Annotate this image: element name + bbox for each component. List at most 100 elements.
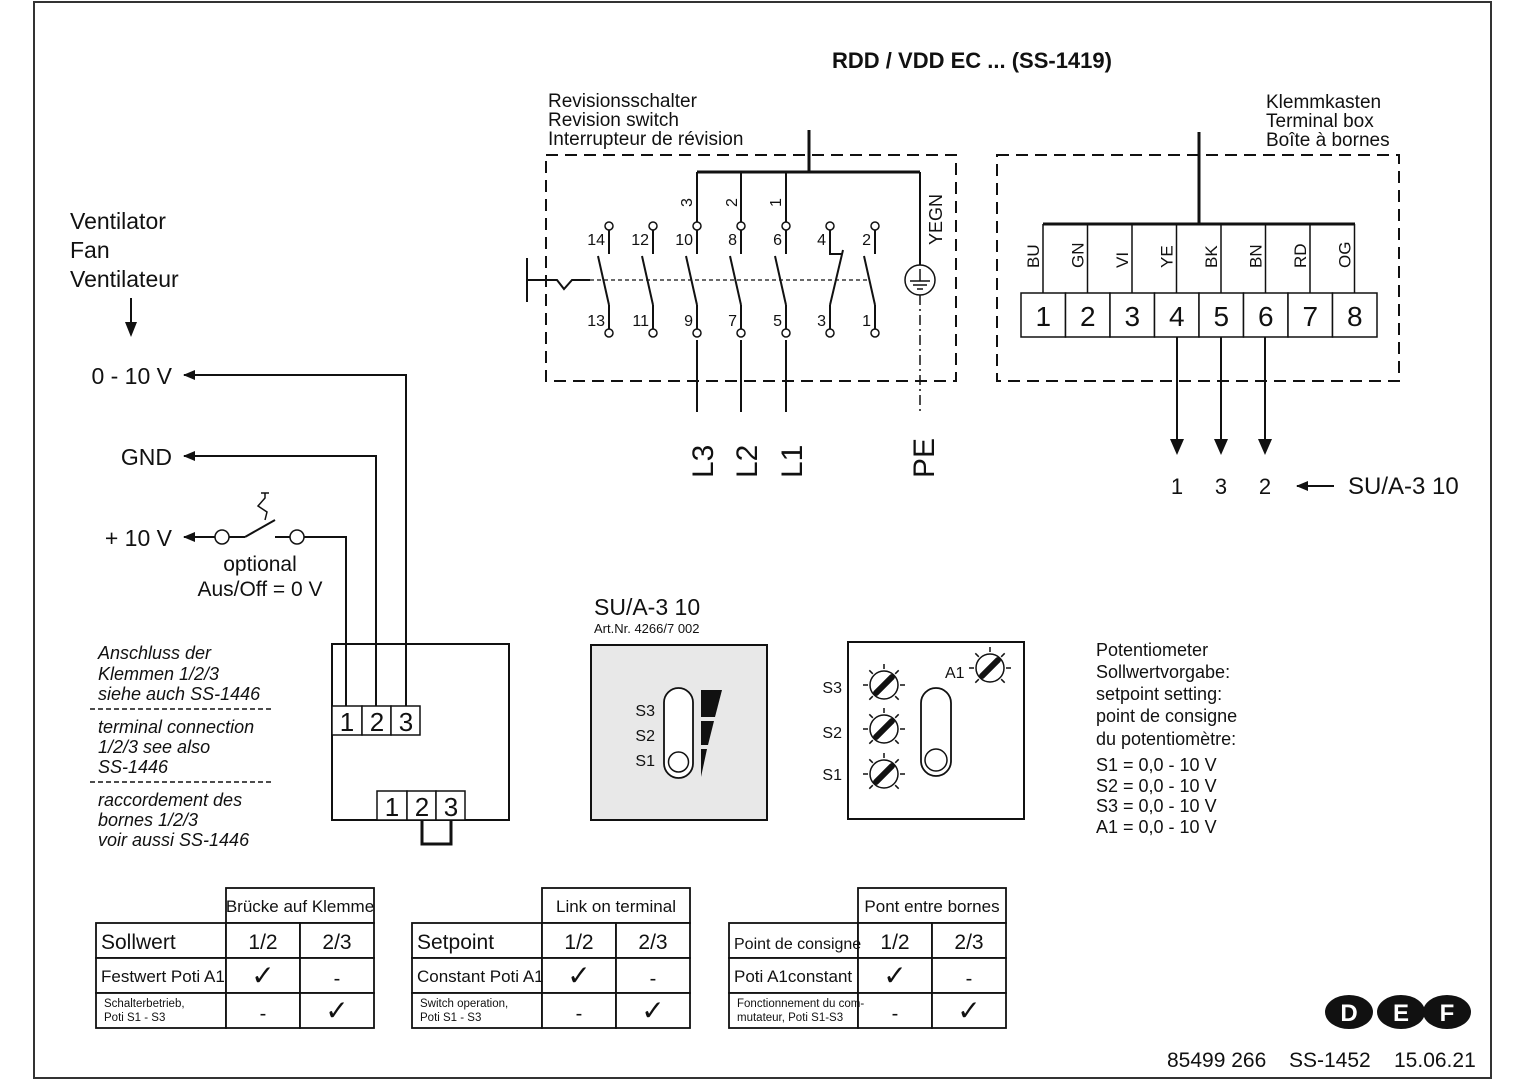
terminal-1: [1020, 292, 1067, 338]
note-de-3: siehe auch SS-1446: [98, 684, 261, 704]
speed-label-s1: S1: [635, 753, 655, 770]
wire-color-gn: GN: [1069, 243, 1088, 269]
table-row-label: Poti A1constant: [734, 967, 852, 986]
terminal-7: [1287, 292, 1334, 338]
terminal-8: [1331, 292, 1378, 338]
svg-text:E: E: [1393, 1000, 1409, 1027]
pot-note-line-2: Sollwertvorgabe:: [1096, 662, 1230, 682]
dash-value: -: [260, 1003, 267, 1025]
pe-label: PE: [908, 438, 941, 478]
contact-bottom-1: 1: [862, 313, 871, 330]
language-badge-d: D: [1325, 995, 1373, 1029]
lower-terminal-2: 2: [415, 792, 429, 822]
revision-switch-enclosure: [545, 154, 957, 382]
switch-contact-pair: 87: [728, 221, 746, 338]
potentiometer-s1[interactable]: [863, 753, 905, 790]
mains-label-l1: L1: [776, 445, 809, 478]
wire-color-ye: YE: [1158, 245, 1177, 268]
table-col-header: 2/3: [322, 931, 351, 954]
pot-note-line-4: point de consigne: [1096, 706, 1237, 726]
pot-value-a1: A1 = 0,0 - 10 V: [1096, 817, 1217, 837]
note-de-2: Klemmen 1/2/3: [98, 664, 219, 684]
terminal-number: 8: [1347, 301, 1363, 332]
switch-contact-pair: 43: [817, 221, 844, 338]
dash-value: -: [650, 968, 657, 990]
wire-color-vi: VI: [1113, 252, 1132, 268]
wire-color-rd: RD: [1291, 243, 1310, 268]
mains-label-l2: L2: [731, 445, 764, 478]
wire-color-bu: BU: [1024, 244, 1043, 268]
language-badge-e: E: [1377, 995, 1425, 1029]
table-row-label: Schalterbetrieb,: [104, 998, 185, 1010]
contact-bottom-3: 3: [817, 313, 826, 330]
table-row-header: Point de consigne: [734, 936, 861, 953]
footer-sheet: SS-1452: [1289, 1049, 1371, 1072]
su-a-device-front: SU/A-3 10 Art.Nr. 4266/7 002 S3 S2 S1: [590, 594, 768, 821]
potentiometer-a1[interactable]: [969, 647, 1011, 684]
terminal-box-label-de: Klemmkasten: [1266, 92, 1381, 113]
terminal-box: Klemmkasten Terminal box Boîte à bornes …: [996, 92, 1459, 500]
checkmark-icon: ✓: [957, 995, 980, 1026]
fan-label-en: Fan: [70, 237, 110, 263]
table-header: Link on terminal: [556, 897, 676, 916]
checkmark-icon: ✓: [883, 960, 906, 991]
footer-date: 15.06.21: [1394, 1049, 1476, 1072]
checkmark-icon: ✓: [567, 960, 590, 991]
pot-note-line-1: Potentiometer: [1096, 640, 1208, 660]
upper-terminal-1: 1: [340, 707, 354, 737]
terminal-number: 6: [1258, 301, 1274, 332]
contact-bottom-13: 13: [587, 313, 605, 330]
diagram-title: RDD / VDD EC ... (SS-1419): [832, 48, 1112, 73]
device-name: SU/A-3 10: [594, 594, 700, 620]
terminal-4: [1153, 292, 1200, 338]
dash-value: -: [892, 1003, 899, 1025]
arrow-down-icon: [1170, 439, 1184, 455]
table-row-label: Switch operation,: [420, 998, 508, 1010]
output-target-label: SU/A-3 10: [1348, 473, 1459, 500]
table-col-header: 2/3: [638, 931, 667, 954]
switch-contact-pair: 21: [862, 221, 880, 338]
pot-label-a1: A1: [945, 665, 965, 682]
speed-label-s2: S2: [635, 728, 655, 745]
footer-doc-number: 85499 266: [1167, 1049, 1266, 1072]
terminal-3: [1109, 292, 1156, 338]
speed-bar-icon: [701, 690, 722, 717]
table-col-header: 1/2: [564, 931, 593, 954]
pot-label-s1: S1: [822, 767, 842, 784]
terminal-number: 4: [1169, 301, 1185, 332]
potentiometer-s3[interactable]: [863, 664, 905, 701]
potentiometer-s2[interactable]: [863, 708, 905, 745]
optional-switch-icon: [244, 519, 276, 538]
contact-top-10: 10: [675, 232, 693, 249]
upper-terminal-3: 3: [399, 707, 413, 737]
pot-note-line-3: setpoint setting:: [1096, 684, 1222, 704]
dash-value: -: [576, 1003, 583, 1025]
pot-value-s1: S1 = 0,0 - 10 V: [1096, 755, 1217, 775]
table-row-label: Poti S1 - S3: [104, 1012, 165, 1024]
input-wire-1: 1: [768, 198, 785, 207]
svg-text:F: F: [1440, 1000, 1455, 1027]
pot-value-s2: S2 = 0,0 - 10 V: [1096, 776, 1217, 796]
note-fr-2: bornes 1/2/3: [98, 810, 198, 830]
switch-contact-pair: 14 13: [587, 221, 614, 338]
controller-block: 1 2 3 1 2 3: [331, 643, 510, 846]
contact-top-8: 8: [728, 232, 737, 249]
mains-label-l3: L3: [687, 445, 720, 478]
contact-bottom-11: 11: [632, 313, 649, 330]
table-col-header: 1/2: [880, 931, 909, 954]
upper-terminal-2: 2: [370, 707, 384, 737]
revision-switch-label-de: Revisionsschalter: [548, 91, 698, 112]
contact-top-14: 14: [587, 232, 605, 249]
speed-switch-knob[interactable]: [667, 751, 690, 773]
wire-color-bk: BK: [1202, 245, 1221, 268]
input-wire-2: 2: [724, 198, 741, 207]
wire-color-og: OG: [1336, 242, 1355, 268]
switch-contact-icon: [214, 529, 230, 545]
pot-value-s3: S3 = 0,0 - 10 V: [1096, 796, 1217, 816]
output-terminal-2: 2: [1259, 474, 1271, 499]
terminal-bridge: [420, 820, 453, 846]
note-en-2: 1/2/3 see also: [98, 737, 210, 757]
